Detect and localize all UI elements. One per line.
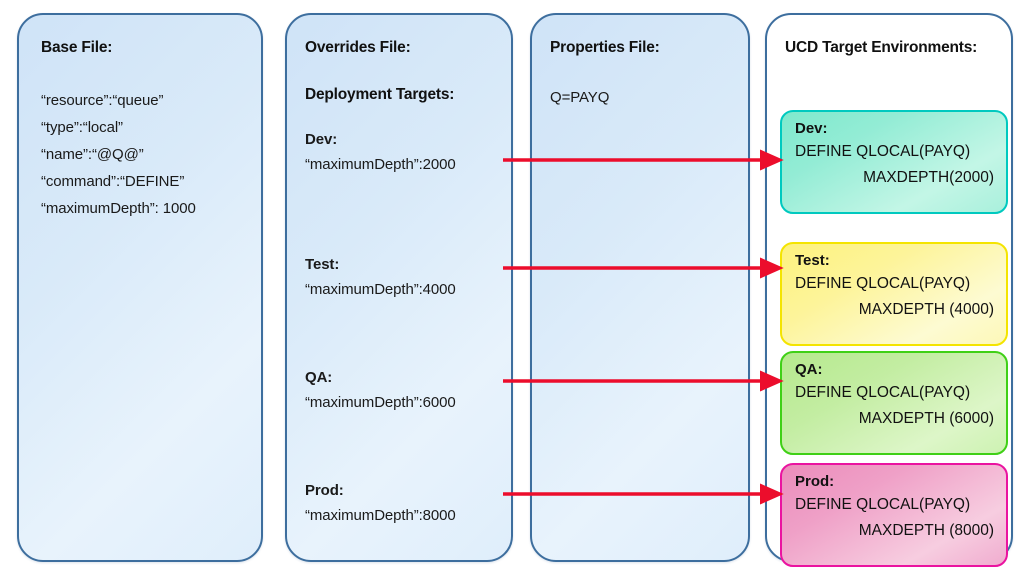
properties-file-line-q: Q=PAYQ xyxy=(550,89,610,106)
override-target-value-dev: “maximumDepth”:2000 xyxy=(305,156,456,173)
override-target-name-qa: QA: xyxy=(305,369,333,386)
env-card-command-line1-test: DEFINE QLOCAL(PAYQ) xyxy=(795,275,971,292)
env-card-name-qa: QA: xyxy=(795,361,823,378)
override-target-value-test: “maximumDepth”:4000 xyxy=(305,281,456,298)
base-file-panel: Base File: “resource”:“queue” “type”:“lo… xyxy=(17,13,263,562)
ucd-target-environments-title: UCD Target Environments: xyxy=(785,39,978,56)
override-target-value-prod: “maximumDepth”:8000 xyxy=(305,507,456,524)
env-card-prod: Prod: DEFINE QLOCAL(PAYQ) MAXDEPTH (8000… xyxy=(780,463,1008,567)
override-target-name-prod: Prod: xyxy=(305,482,344,499)
overrides-file-panel: Overrides File: Deployment Targets: Dev:… xyxy=(285,13,513,562)
env-card-command-line1-prod: DEFINE QLOCAL(PAYQ) xyxy=(795,496,971,513)
env-card-dev: Dev: DEFINE QLOCAL(PAYQ) MAXDEPTH(2000) xyxy=(780,110,1008,214)
env-card-name-prod: Prod: xyxy=(795,473,835,490)
properties-file-panel: Properties File: Q=PAYQ xyxy=(530,13,750,562)
env-card-command-line2-qa: MAXDEPTH (6000) xyxy=(858,410,994,427)
env-card-command-line1-qa: DEFINE QLOCAL(PAYQ) xyxy=(795,384,971,401)
env-card-command-line2-dev: MAXDEPTH(2000) xyxy=(863,169,994,186)
env-card-name-dev: Dev: xyxy=(795,120,828,137)
deployment-targets-subtitle: Deployment Targets: xyxy=(305,86,455,103)
base-file-line-command: “command”:“DEFINE” xyxy=(41,173,185,190)
overrides-file-title: Overrides File: xyxy=(305,39,411,56)
env-card-command-line1-dev: DEFINE QLOCAL(PAYQ) xyxy=(795,143,971,160)
properties-file-title: Properties File: xyxy=(550,39,660,56)
env-card-command-line2-prod: MAXDEPTH (8000) xyxy=(858,522,994,539)
base-file-line-resource: “resource”:“queue” xyxy=(41,92,164,109)
base-file-title: Base File: xyxy=(41,39,113,56)
env-card-qa: QA: DEFINE QLOCAL(PAYQ) MAXDEPTH (6000) xyxy=(780,351,1008,455)
base-file-line-name: “name”:“@Q@” xyxy=(41,146,144,163)
override-target-value-qa: “maximumDepth”:6000 xyxy=(305,394,456,411)
override-target-name-dev: Dev: xyxy=(305,131,338,148)
base-file-line-type: “type”:“local” xyxy=(41,119,123,136)
env-card-test: Test: DEFINE QLOCAL(PAYQ) MAXDEPTH (4000… xyxy=(780,242,1008,346)
ucd-target-environments-panel: UCD Target Environments: Dev: DEFINE QLO… xyxy=(765,13,1013,567)
base-file-line-maximumdepth: “maximumDepth”: 1000 xyxy=(41,200,196,217)
env-card-command-line2-test: MAXDEPTH (4000) xyxy=(858,301,994,318)
override-target-name-test: Test: xyxy=(305,256,340,273)
env-card-name-test: Test: xyxy=(795,252,830,269)
